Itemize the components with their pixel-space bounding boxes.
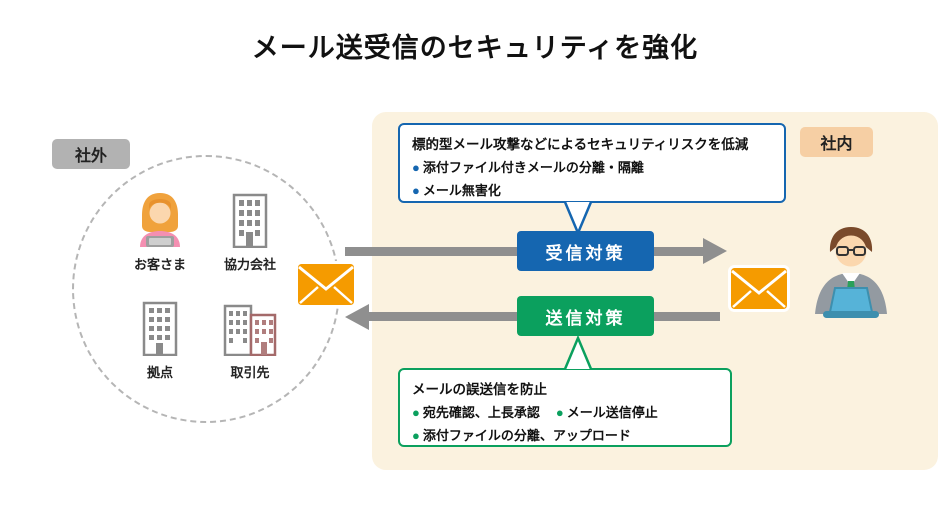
- send-measures-button: 送信対策: [517, 296, 654, 336]
- entity-label: 協力会社: [223, 257, 276, 272]
- outside-badge: 社外: [52, 139, 130, 169]
- receive-arrow-head-icon: [703, 238, 727, 264]
- send-callout-title: メールの誤送信を防止: [412, 382, 547, 397]
- customer-woman-icon: [116, 190, 204, 248]
- employee-with-laptop-icon: [806, 222, 896, 345]
- entity-label: お客さま: [133, 257, 186, 272]
- entity-label: 取引先: [230, 365, 270, 380]
- partner-building-icon: [206, 190, 294, 248]
- mail-envelope-icon: [295, 261, 357, 313]
- receive-item: 添付ファイル付きメールの分離・隔離: [412, 157, 644, 176]
- send-item: 宛先確認、上長承認: [412, 402, 540, 421]
- entity-client: 取引先: [204, 298, 296, 381]
- receive-item: メール無害化: [412, 180, 501, 199]
- mail-envelope-icon: [728, 265, 790, 317]
- send-callout-tail-icon: [562, 334, 593, 375]
- entity-partner: 協力会社: [206, 190, 294, 273]
- receive-measures-button: 受信対策: [517, 231, 654, 271]
- branch-building-icon: [116, 298, 204, 356]
- send-item: メール送信停止: [556, 402, 658, 421]
- page-title: メール送受信のセキュリティを強化: [251, 33, 699, 63]
- entity-customer: お客さま: [116, 190, 204, 273]
- send-arrow-head-icon: [345, 304, 369, 330]
- receive-callout: 標的型メール攻撃などによるセキュリティリスクを低減 添付ファイル付きメールの分離…: [398, 123, 786, 203]
- send-item: 添付ファイルの分離、アップロード: [412, 425, 631, 444]
- receive-callout-title: 標的型メール攻撃などによるセキュリティリスクを低減: [412, 137, 749, 152]
- send-callout: メールの誤送信を防止 宛先確認、上長承認 メール送信停止 添付ファイルの分離、ア…: [398, 368, 732, 447]
- client-buildings-icon: [204, 298, 296, 356]
- entity-label: 拠点: [146, 365, 173, 380]
- entity-branch: 拠点: [116, 298, 204, 381]
- inside-badge: 社内: [800, 127, 873, 157]
